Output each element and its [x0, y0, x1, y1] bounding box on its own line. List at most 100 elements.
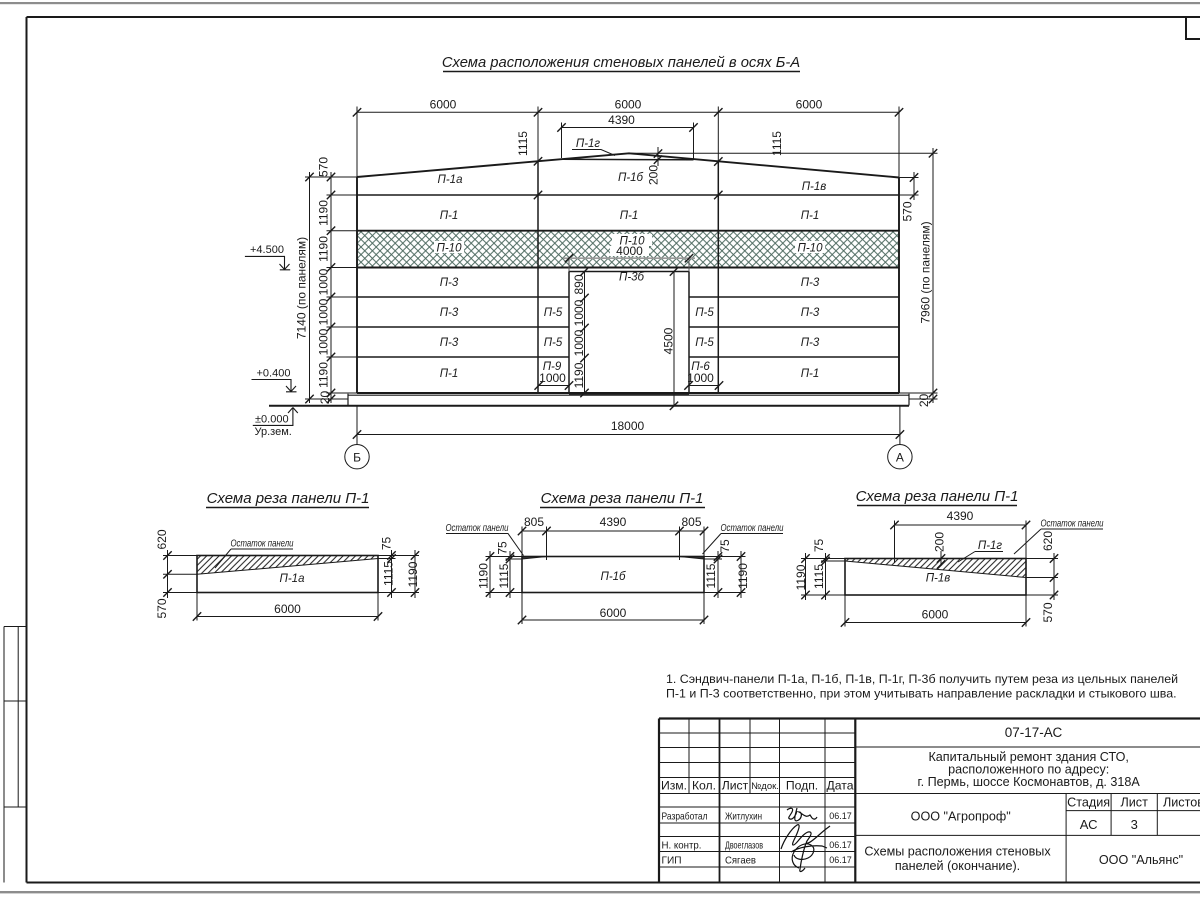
svg-text:Кол.: Кол. [692, 779, 716, 793]
svg-text:Схема расположения стеновых па: Схема расположения стеновых панелей в ос… [442, 55, 800, 71]
svg-text:1190: 1190 [406, 561, 420, 587]
svg-text:Схема реза панели П-1: Схема реза панели П-1 [856, 488, 1019, 505]
svg-text:Схема реза панели П-1: Схема реза панели П-1 [207, 490, 370, 507]
svg-text:Лист: Лист [1121, 796, 1149, 810]
svg-text:200: 200 [933, 532, 947, 552]
svg-text:890: 890 [572, 274, 586, 294]
svg-text:П-1г: П-1г [978, 540, 1003, 552]
svg-text:620: 620 [1041, 531, 1055, 551]
svg-text:П-1а: П-1а [280, 573, 305, 585]
svg-text:805: 805 [681, 515, 701, 529]
svg-text:Б: Б [353, 451, 361, 465]
svg-text:06.17: 06.17 [829, 811, 852, 821]
svg-text:4000: 4000 [616, 244, 643, 258]
svg-text:+4.500: +4.500 [250, 244, 284, 256]
svg-text:75: 75 [380, 537, 394, 551]
svg-text:1000: 1000 [317, 328, 331, 355]
svg-text:6000: 6000 [796, 98, 823, 112]
svg-text:1000: 1000 [317, 268, 331, 295]
svg-text:1000: 1000 [572, 299, 586, 326]
svg-text:Листов: Листов [1163, 796, 1200, 810]
svg-text:Схемы расположения стеновых: Схемы расположения стеновых [864, 845, 1051, 859]
svg-text:1115: 1115 [516, 131, 530, 156]
svg-text:Сягаев: Сягаев [725, 855, 756, 867]
svg-text:П-10: П-10 [437, 243, 463, 255]
svg-text:Взам. инв. №: Взам. инв. № [0, 729, 1, 788]
svg-text:07-17-АС: 07-17-АС [1005, 725, 1063, 740]
svg-text:П-1: П-1 [620, 210, 639, 222]
svg-text:Схема реза панели П-1: Схема реза панели П-1 [541, 490, 704, 507]
svg-text:3: 3 [1131, 817, 1138, 832]
svg-text:4390: 4390 [608, 113, 635, 127]
svg-text:П-1а: П-1а [438, 174, 463, 186]
svg-text:620: 620 [155, 529, 169, 549]
svg-text:П-1: П-1 [440, 368, 459, 380]
svg-text:6000: 6000 [274, 602, 301, 616]
svg-text:П-1б: П-1б [618, 172, 644, 184]
svg-text:4500: 4500 [662, 327, 676, 354]
svg-text:±0.000: ±0.000 [255, 414, 289, 426]
svg-text:Стадия: Стадия [1067, 796, 1110, 810]
svg-text:4390: 4390 [947, 509, 974, 523]
svg-text:расположенного по адресу:: расположенного по адресу: [948, 763, 1109, 777]
svg-text:200: 200 [647, 165, 661, 185]
svg-text:4390: 4390 [600, 515, 627, 529]
svg-text:№док.: №док. [751, 781, 779, 792]
svg-text:Остаток панели: Остаток панели [446, 522, 509, 534]
svg-text:Дата: Дата [827, 779, 854, 793]
svg-text:6000: 6000 [615, 98, 642, 112]
svg-text:570: 570 [155, 598, 169, 618]
svg-text:570: 570 [901, 201, 915, 221]
svg-text:Разработал: Разработал [662, 811, 708, 823]
svg-text:Изм.: Изм. [661, 779, 687, 793]
svg-text:20: 20 [917, 394, 931, 408]
svg-text:1115: 1115 [382, 561, 396, 586]
svg-text:Ур.зем.: Ур.зем. [255, 426, 292, 438]
svg-text:75: 75 [718, 539, 732, 553]
svg-text:П-10: П-10 [620, 236, 646, 248]
svg-text:1190: 1190 [572, 362, 586, 388]
svg-text:А: А [896, 451, 904, 465]
svg-text:20: 20 [318, 391, 332, 405]
svg-text:Лист: Лист [722, 779, 749, 793]
svg-text:П-1: П-1 [440, 210, 459, 222]
svg-text:П-3: П-3 [801, 277, 820, 289]
svg-text:7140 (по панелям): 7140 (по панелям) [295, 237, 309, 339]
svg-text:Остаток панели: Остаток панели [1041, 518, 1104, 530]
svg-text:П-1в: П-1в [926, 573, 951, 585]
svg-text:Капитальный ремонт здания СТО,: Капитальный ремонт здания СТО, [928, 750, 1128, 764]
svg-text:1190: 1190 [736, 563, 750, 589]
svg-text:П-3: П-3 [440, 337, 459, 349]
svg-text:П-1: П-1 [801, 368, 820, 380]
svg-text:06.17: 06.17 [829, 855, 852, 865]
svg-text:Остаток панели: Остаток панели [231, 538, 294, 550]
svg-text:6000: 6000 [922, 608, 949, 622]
svg-text:1190: 1190 [477, 563, 491, 589]
svg-text:П-5: П-5 [544, 337, 563, 349]
svg-text:1190: 1190 [794, 564, 808, 590]
svg-text:П-5: П-5 [544, 307, 563, 319]
svg-text:Житлухин: Житлухин [725, 811, 762, 823]
svg-text:18000: 18000 [611, 419, 645, 433]
svg-text:1115: 1115 [770, 131, 784, 156]
svg-text:1115: 1115 [497, 563, 511, 588]
svg-text:1000: 1000 [539, 371, 566, 385]
svg-text:Н. контр.: Н. контр. [662, 840, 702, 852]
svg-text:АС: АС [1080, 817, 1098, 832]
svg-text:П-6: П-6 [691, 361, 710, 373]
svg-text:570: 570 [317, 157, 331, 177]
svg-text:1190: 1190 [317, 200, 331, 226]
svg-text:1000: 1000 [687, 371, 714, 385]
svg-text:75: 75 [812, 539, 826, 553]
svg-text:ООО "Агропроф": ООО "Агропроф" [911, 810, 1011, 824]
svg-text:П-1: П-1 [801, 210, 820, 222]
svg-text:панелей (окончание).: панелей (окончание). [895, 859, 1020, 873]
svg-text:П-3: П-3 [801, 307, 820, 319]
svg-text:1. Сэндвич-панели П-1а, П-1б,: 1. Сэндвич-панели П-1а, П-1б, П-1в, П-1г… [666, 672, 1178, 686]
svg-text:П-3: П-3 [801, 337, 820, 349]
svg-text:570: 570 [1041, 602, 1055, 622]
svg-text:1115: 1115 [812, 564, 826, 589]
svg-text:П-3: П-3 [440, 277, 459, 289]
svg-text:П-10: П-10 [798, 243, 824, 255]
svg-text:П-1 и П-3 соответственно, при: П-1 и П-3 соответственно, при этом учиты… [666, 687, 1177, 701]
